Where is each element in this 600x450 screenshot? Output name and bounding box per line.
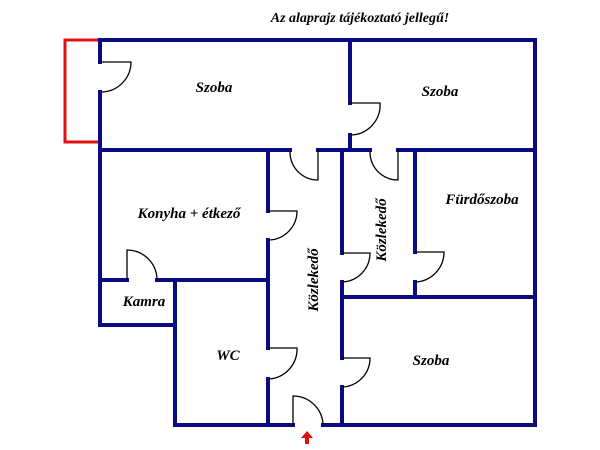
room-label-szoba-3: Szoba [413,353,450,369]
room-label-kozlekedo-small: Közlekedő [374,197,390,263]
room-label-wc: WC [216,348,240,364]
room-label-furdoszoba: Fürdőszoba [444,192,519,208]
room-label-szoba-1: Szoba [196,80,233,96]
room-label-kozlekedo-main: Közlekedő [306,247,322,313]
room-label-konyha: Konyha + étkező [137,206,242,222]
balcony-outline [63,38,100,144]
entrance-arrow-icon [301,431,313,444]
walls [98,38,537,427]
room-label-kamra: Kamra [122,294,166,310]
disclaimer-title: Az alaprajz tájékoztató jellegű! [270,11,450,26]
doors [100,61,445,425]
room-label-szoba-2: Szoba [422,84,459,100]
